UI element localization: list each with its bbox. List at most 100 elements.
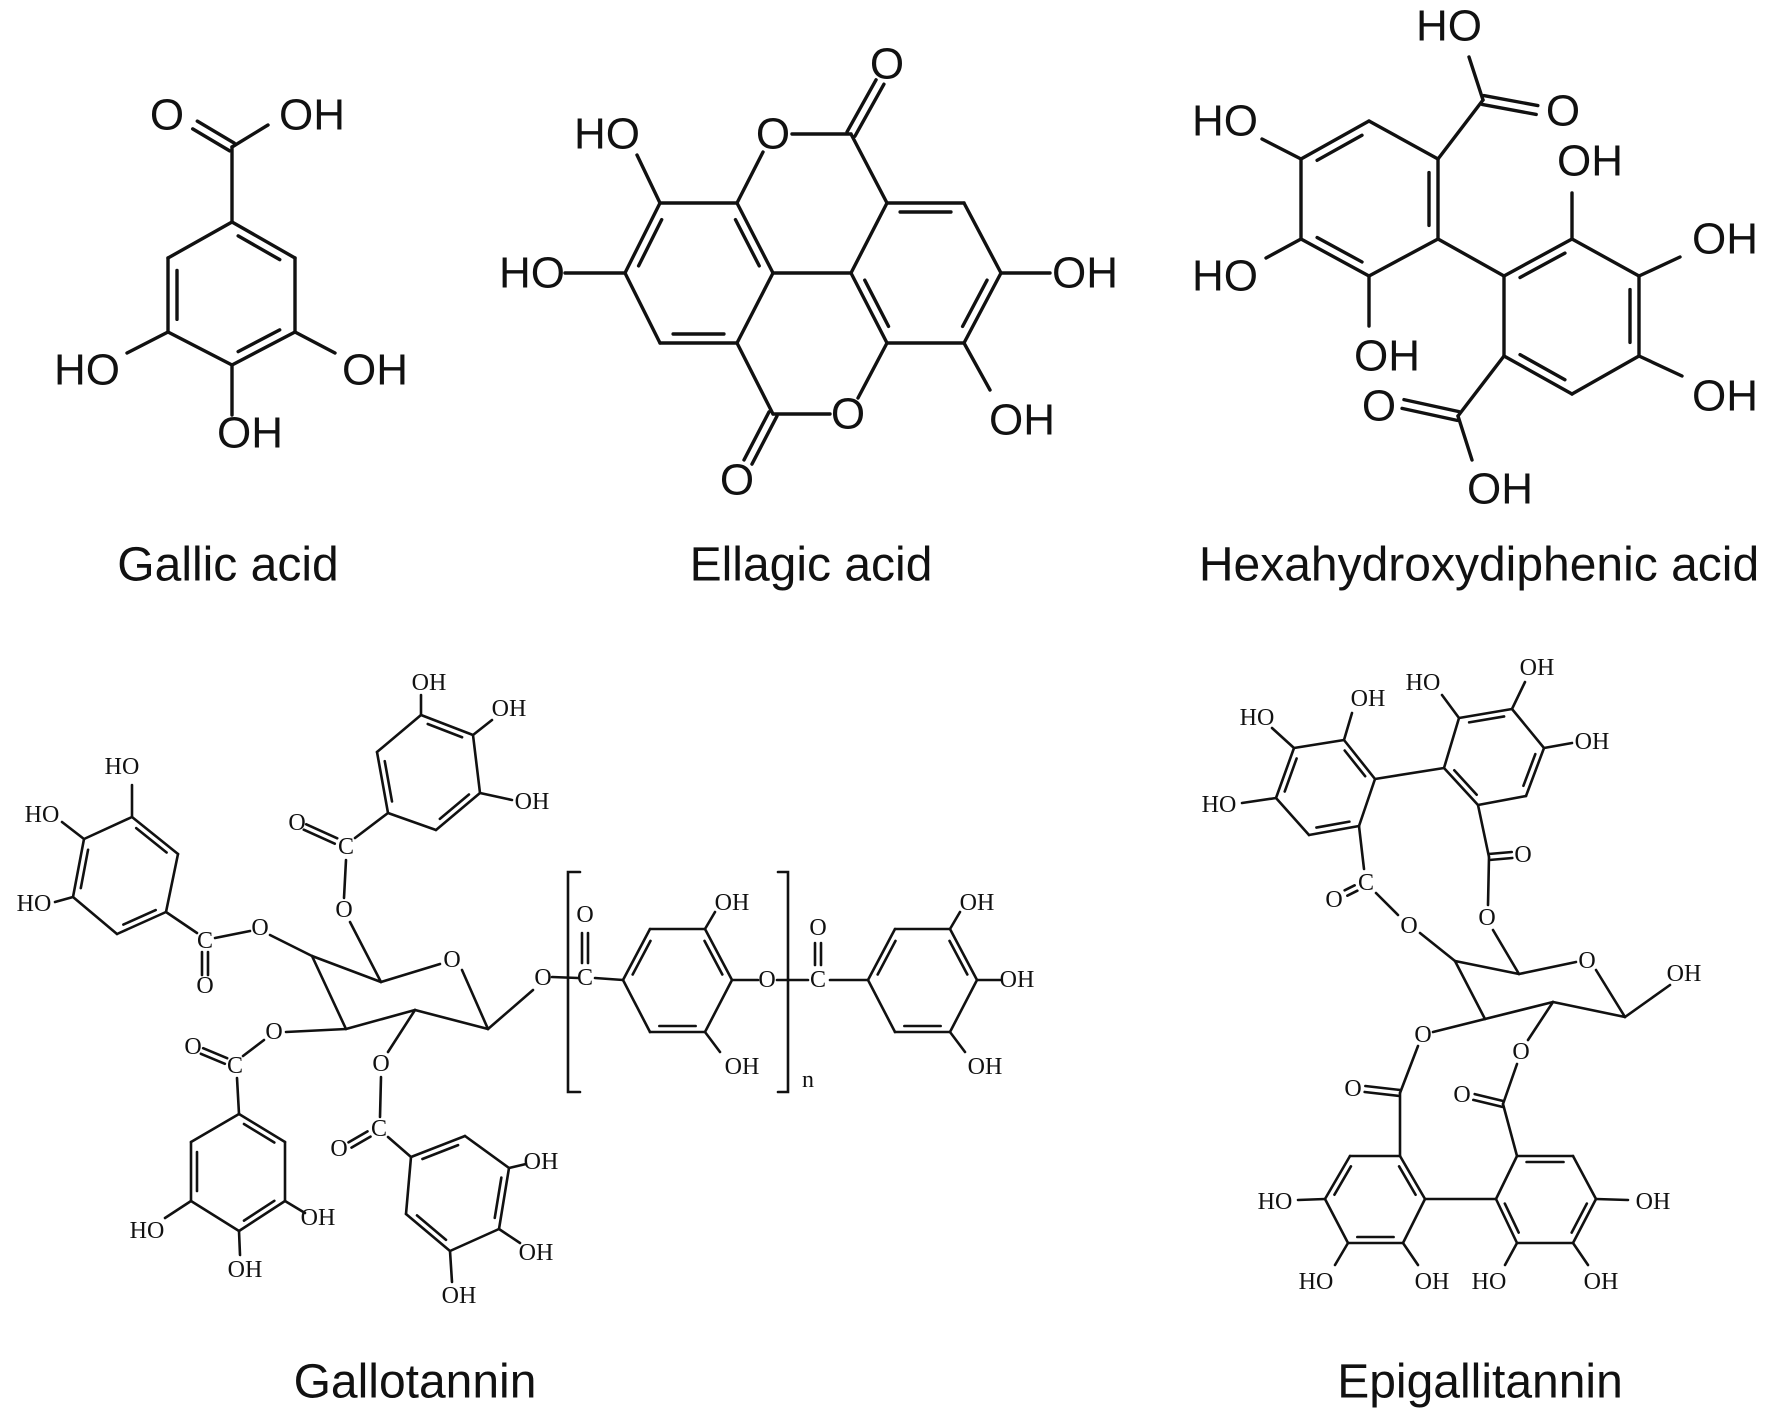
ring-bond <box>1342 738 1377 781</box>
single-bond <box>413 1008 490 1031</box>
ring-bond <box>1398 1154 1427 1201</box>
single-bond <box>550 975 580 980</box>
single-bond <box>1467 55 1485 102</box>
caption-ellagic-acid: Ellagic acid <box>690 539 933 592</box>
single-bond <box>386 1008 417 1054</box>
carbonyl-double-bond <box>1480 102 1538 117</box>
ring-bond <box>1401 1197 1427 1245</box>
ring-bond <box>1570 237 1641 278</box>
ring-bond <box>1571 1197 1598 1245</box>
single-bond <box>735 150 765 205</box>
atom-label: O <box>372 1051 389 1077</box>
single-bond <box>1476 803 1491 859</box>
ring-bond <box>463 1134 511 1170</box>
single-bond <box>1333 1241 1350 1267</box>
ring-double-bond <box>236 328 282 354</box>
single-bond <box>283 1199 307 1215</box>
atom-label: C <box>371 1116 387 1142</box>
atom-label: OH <box>342 346 408 395</box>
ring-bond <box>166 330 234 367</box>
single-bond <box>1637 255 1682 278</box>
single-bond <box>1374 891 1400 917</box>
single-bond <box>342 858 348 900</box>
atom-label: OH <box>1575 729 1610 755</box>
atom-label: O <box>756 110 790 159</box>
atom-label: O <box>443 947 460 973</box>
atom-label: OH <box>524 1149 559 1175</box>
single-bond <box>268 933 314 958</box>
ring-bond <box>1367 119 1440 161</box>
carbonyl-double-bond <box>302 828 337 846</box>
ring-double-bond <box>1522 752 1537 788</box>
carbonyl-double-bond <box>304 822 339 840</box>
single-bond <box>497 1227 522 1245</box>
ring-double-bond <box>242 1122 276 1144</box>
ring-bond <box>115 910 168 936</box>
single-bond <box>460 968 490 1031</box>
single-bond <box>948 1030 967 1054</box>
single-bond <box>241 1038 266 1058</box>
atom-label: O <box>1578 948 1595 974</box>
single-bond <box>1456 414 1474 462</box>
atom-label: O <box>335 897 352 923</box>
atom-label: OH <box>1354 332 1420 381</box>
single-bond <box>293 330 337 355</box>
carbonyl-double-bond <box>350 1135 372 1149</box>
ring-bond <box>71 895 119 936</box>
atom-label: HO <box>1192 252 1258 301</box>
carbonyl-double-bond <box>742 410 771 462</box>
ring-double-bond <box>703 939 724 976</box>
single-bond <box>284 1027 348 1034</box>
ring-bond <box>703 927 734 982</box>
atom-label: OH <box>1636 1189 1671 1215</box>
single-bond <box>386 1135 413 1159</box>
single-bond <box>703 910 717 931</box>
single-bond <box>1296 1197 1327 1202</box>
ring-double-bond <box>1333 1165 1353 1196</box>
ring-double-bond <box>383 759 394 803</box>
ring-double-bond <box>426 722 464 739</box>
atom-label: O <box>251 915 268 941</box>
ring-bond <box>1357 777 1377 828</box>
single-bond <box>1453 959 1487 1021</box>
atom-label: O <box>1344 1076 1361 1102</box>
carbonyl-double-bond <box>201 1046 229 1060</box>
ring-bond <box>189 1112 241 1144</box>
atom-label: O <box>870 40 904 89</box>
single-bond <box>478 791 514 802</box>
ring-bond <box>1323 1197 1350 1245</box>
atom-label: O <box>288 810 305 836</box>
carbonyl-double-bond <box>1487 856 1514 862</box>
atom-label: O <box>1514 842 1531 868</box>
ring-double-bond <box>1397 1165 1417 1197</box>
ring-bond <box>1502 354 1574 396</box>
ring-double-bond <box>1503 1202 1520 1234</box>
ring-bond <box>1299 119 1371 161</box>
ring-double-bond <box>876 939 897 976</box>
single-bond <box>1431 1017 1487 1034</box>
ring-bond <box>948 978 979 1034</box>
atom-label: O <box>1400 913 1417 939</box>
atom-label: C <box>1358 870 1374 896</box>
atom-label: OH <box>1467 465 1533 514</box>
single-bond <box>1342 711 1354 742</box>
ring-bond <box>82 815 134 841</box>
ring-bond <box>703 978 734 1034</box>
ring-bond <box>1524 746 1546 798</box>
ring-bond <box>1570 354 1641 396</box>
single-bond <box>60 820 86 841</box>
atom-label: OH <box>1520 655 1555 681</box>
single-bond <box>310 954 348 1031</box>
atom-label: O <box>831 390 865 439</box>
single-bond <box>471 718 494 737</box>
ring-bond <box>866 927 897 982</box>
single-bond <box>1453 959 1521 976</box>
atom-label: O <box>809 915 826 941</box>
atom-label: OH <box>1351 686 1386 712</box>
atom-label: OH <box>1692 372 1758 421</box>
repeat-bracket-left <box>566 870 582 1094</box>
ring-bond <box>1494 1197 1519 1245</box>
atom-label: OH <box>442 1283 477 1309</box>
atom-label: OH <box>412 670 447 696</box>
carbonyl-double-bond <box>1482 93 1540 108</box>
